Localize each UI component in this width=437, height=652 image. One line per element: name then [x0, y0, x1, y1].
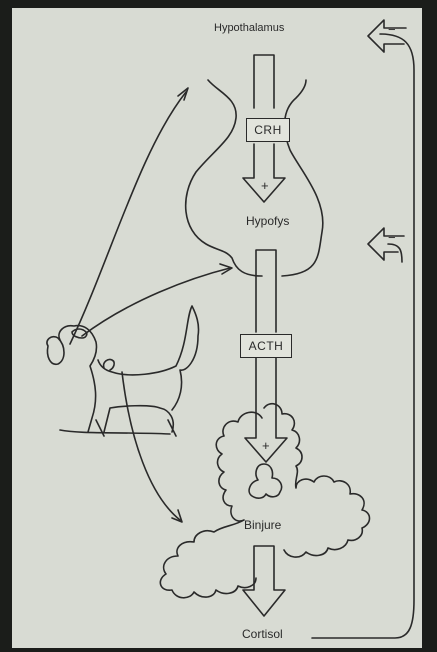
adrenal-inner [249, 464, 281, 498]
label-adrenal: Binjure [244, 518, 281, 532]
adrenal-outline [160, 404, 369, 598]
label-pituitary: Hypofys [246, 214, 289, 228]
dog-arrow-to-adrenal [122, 372, 180, 520]
cortisol-arrow [243, 546, 285, 616]
minus-sign-middle: − [388, 230, 396, 245]
dog-arrow-to-brain-head [178, 88, 188, 100]
feedback-branch [388, 244, 402, 262]
acth-box: ACTH [240, 334, 292, 358]
crh-box: CRH [246, 118, 290, 142]
plus-sign-lower: + [262, 438, 270, 453]
label-top: Hypothalamus [214, 22, 284, 34]
feedback-arrow-middle [368, 228, 404, 260]
plus-sign-upper: + [261, 178, 269, 193]
dog-arrow-to-pituitary [82, 268, 230, 336]
dog-illustration [47, 306, 199, 436]
label-bottom: Cortisol [242, 627, 283, 641]
minus-sign-top: − [388, 22, 396, 37]
feedback-arrow-top [368, 20, 406, 52]
feedback-line [312, 34, 414, 638]
